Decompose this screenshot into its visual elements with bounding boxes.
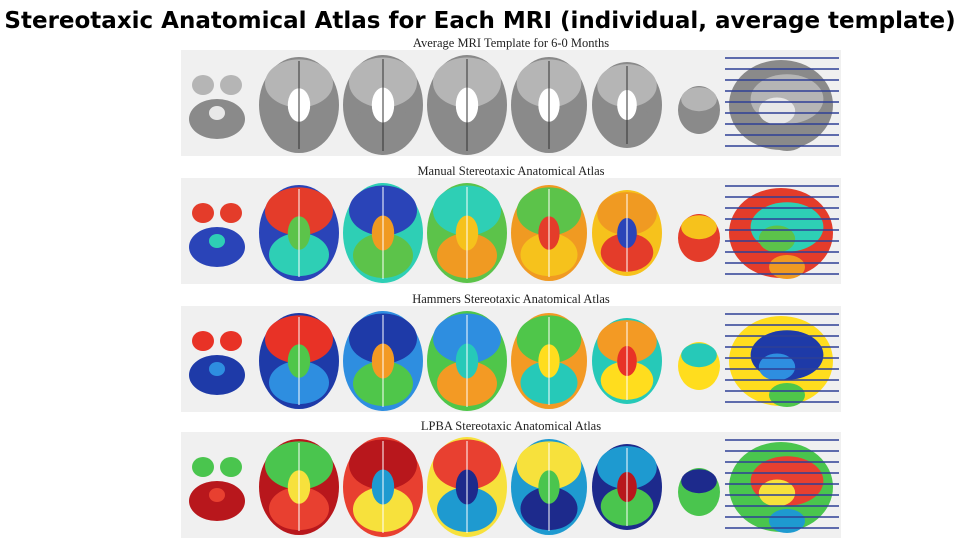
lpba-slices: [189, 437, 839, 537]
temporal-lobe-right: [220, 203, 242, 223]
slice-group: [189, 311, 839, 411]
slide-title: Stereotaxic Anatomical Atlas for Each MR…: [4, 8, 956, 34]
panel-label-manual: Manual Stereotaxic Anatomical Atlas: [417, 164, 605, 178]
sagittal-cerebellum: [769, 127, 805, 151]
frontal-region: [681, 343, 717, 368]
brainstem: [209, 106, 225, 120]
panel-hammers-atlas: [181, 306, 841, 412]
temporal-lobe-left: [192, 203, 214, 223]
brainstem: [209, 362, 225, 376]
frontal-region: [681, 87, 717, 112]
panel-lpba-atlas: [181, 432, 841, 538]
frontal-region: [681, 215, 717, 240]
frontal-region: [681, 469, 717, 494]
slice-group: [189, 183, 839, 283]
slice-group: [189, 55, 839, 155]
panel-label-hammers: Hammers Stereotaxic Anatomical Atlas: [412, 292, 610, 306]
corpus-callosum: [758, 225, 796, 253]
hammers-slices: [189, 311, 839, 411]
temporal-lobe-right: [220, 75, 242, 95]
atlas-figure: Average MRI Template for 6-0 Months Manu…: [181, 34, 841, 540]
temporal-lobe-left: [192, 457, 214, 477]
brainstem: [209, 234, 225, 248]
manual-slices: [189, 183, 839, 283]
sagittal-cerebellum: [769, 383, 805, 407]
corpus-callosum: [758, 479, 796, 507]
temporal-lobe-left: [192, 75, 214, 95]
sagittal-cerebellum: [769, 255, 805, 279]
panel-manual-atlas: [181, 178, 841, 284]
slice-group: [189, 437, 839, 537]
corpus-callosum: [758, 97, 796, 125]
panel-label-mri: Average MRI Template for 6-0 Months: [412, 36, 610, 50]
panel-average-mri: [181, 50, 841, 156]
brainstem: [209, 488, 225, 502]
temporal-lobe-left: [192, 331, 214, 351]
mri-slices: [189, 55, 839, 155]
corpus-callosum: [758, 353, 796, 381]
temporal-lobe-right: [220, 457, 242, 477]
temporal-lobe-right: [220, 331, 242, 351]
sagittal-cerebellum: [769, 509, 805, 533]
panel-label-lpba: LPBA Stereotaxic Anatomical Atlas: [420, 419, 602, 433]
